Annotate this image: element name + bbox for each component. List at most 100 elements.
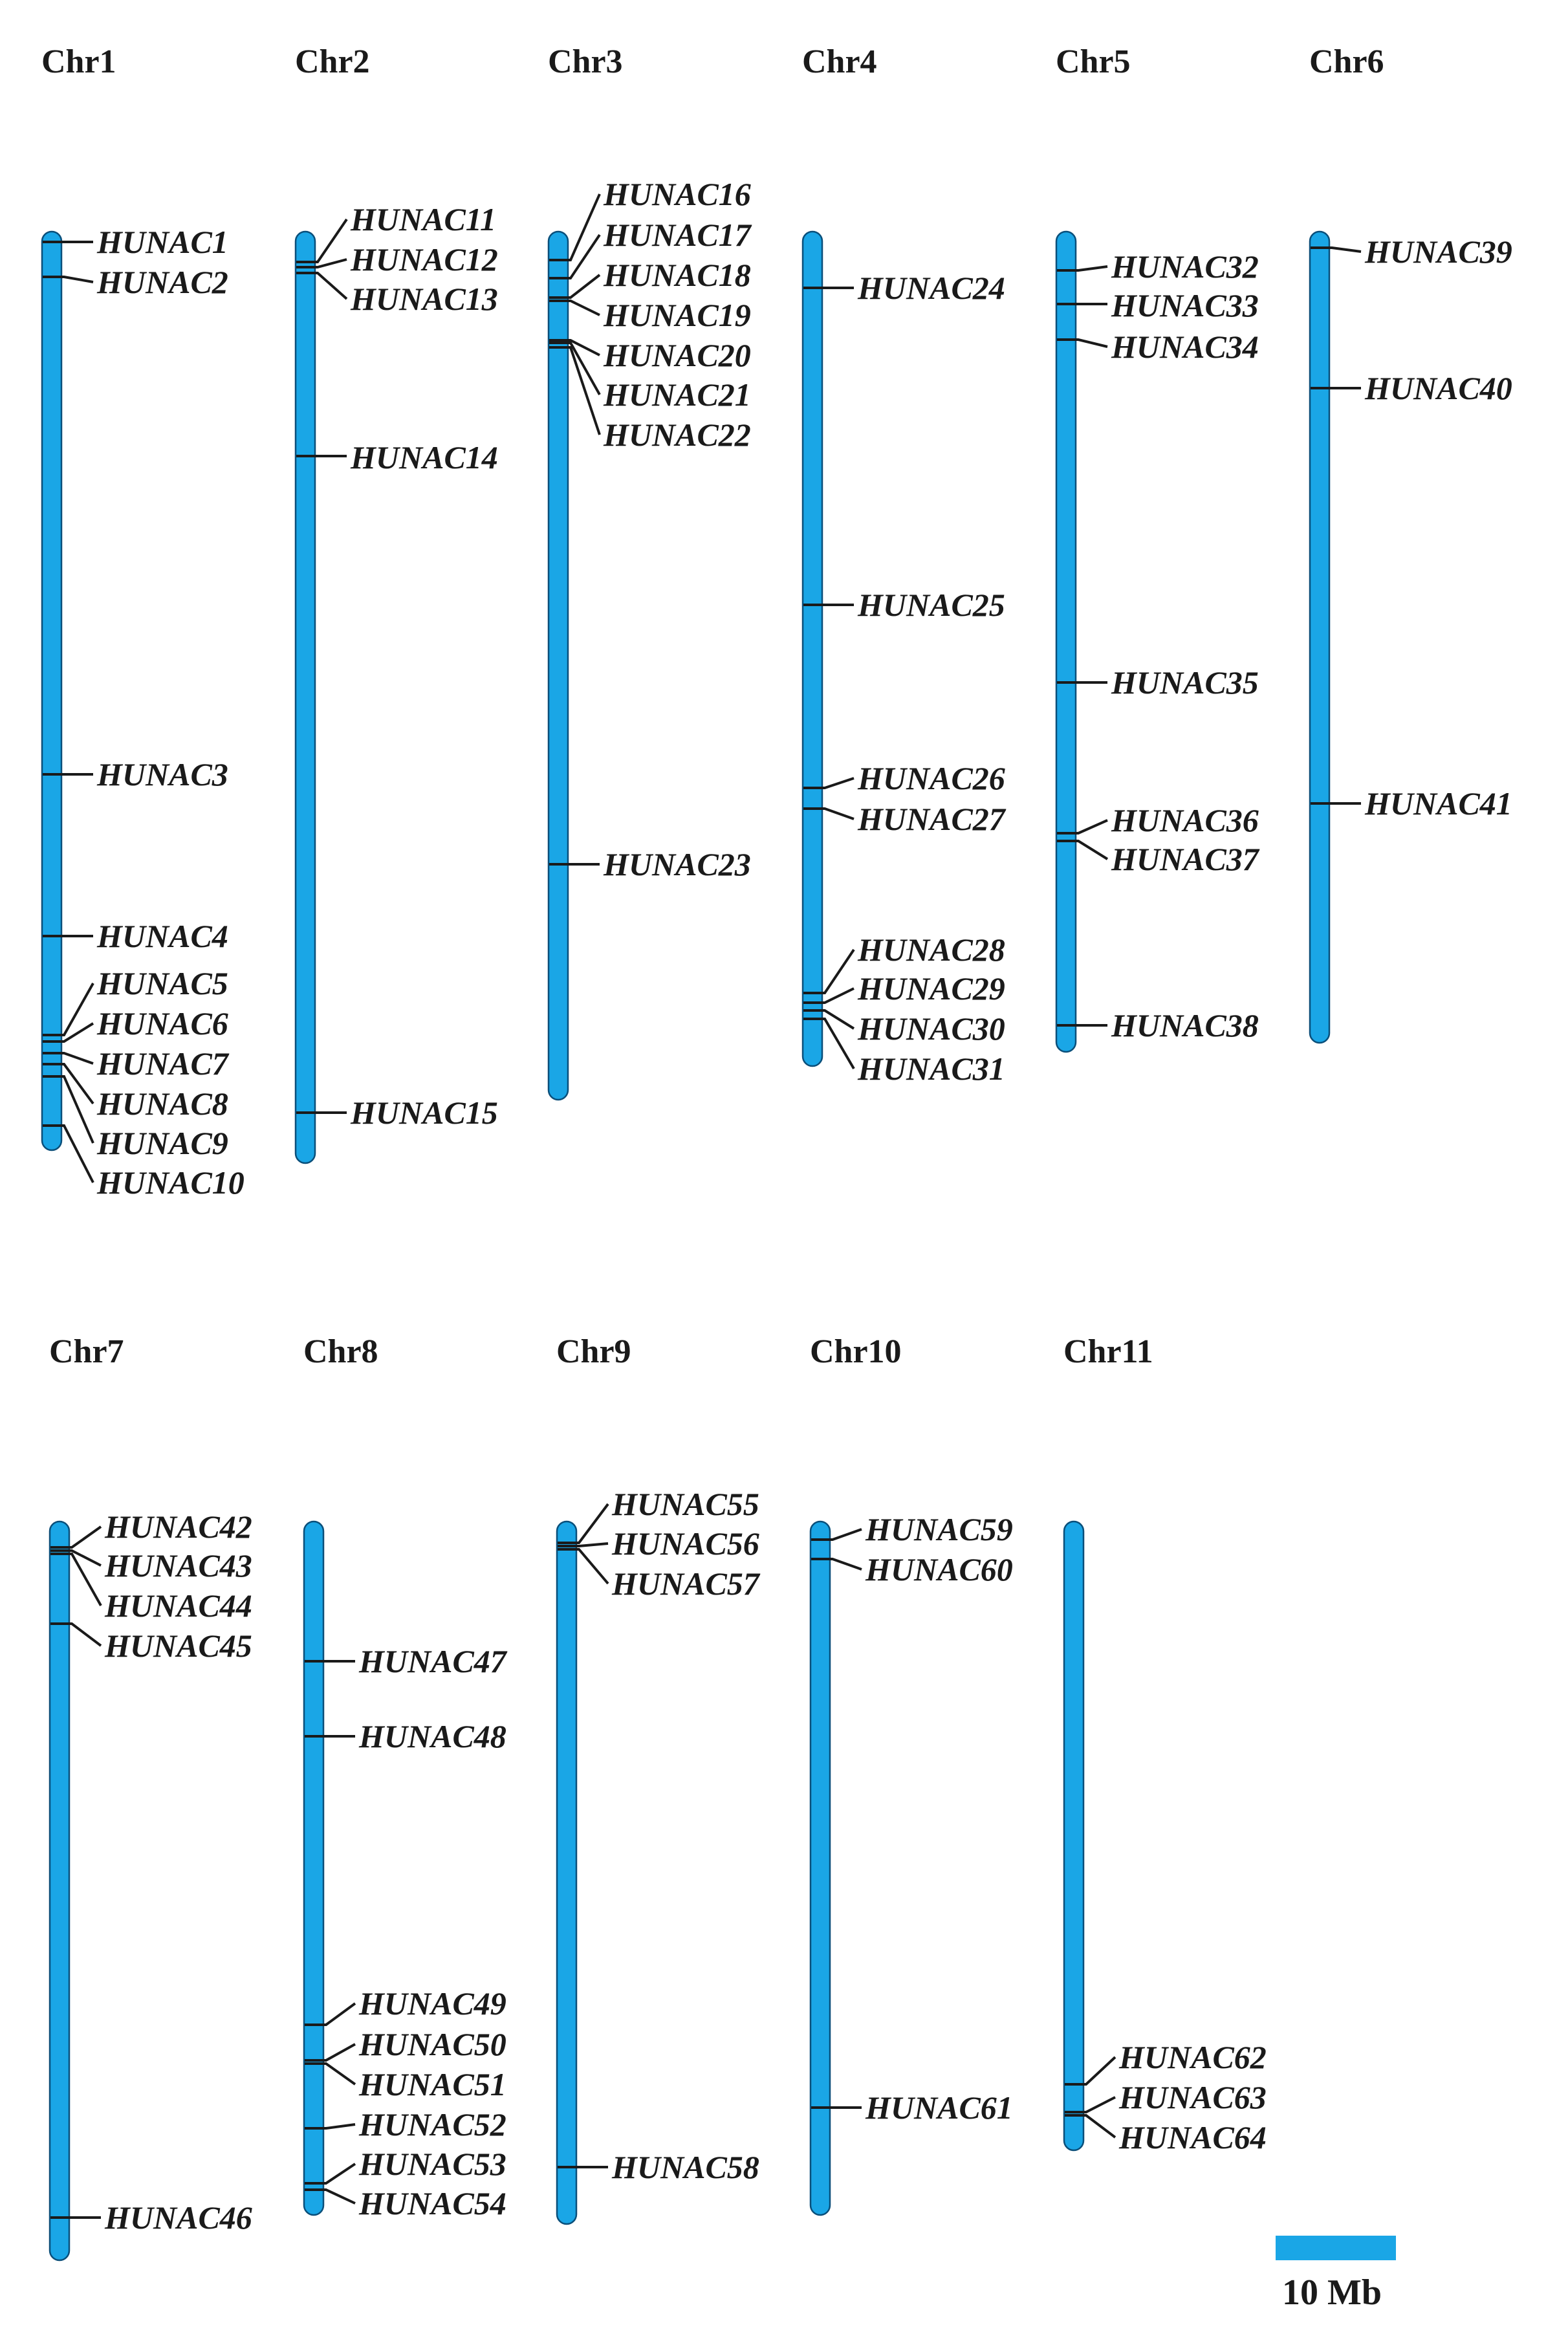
gene-marker: HUNAC2: [43, 264, 228, 300]
gene-leader-line: [1057, 819, 1108, 834]
gene-marker: HUNAC19: [549, 297, 751, 333]
chromosome-bar: [294, 230, 316, 1164]
gene-marker: HUNAC63: [1065, 2079, 1267, 2115]
gene-marker: HUNAC59: [811, 1511, 1013, 1547]
gene-marker: HUNAC12: [296, 241, 498, 278]
gene-label: HUNAC62: [1118, 2039, 1267, 2075]
gene-label: HUNAC18: [603, 257, 751, 293]
gene-label: HUNAC43: [104, 1547, 252, 1584]
gene-label: HUNAC44: [104, 1587, 252, 1624]
gene-label: HUNAC63: [1118, 2079, 1267, 2115]
chromosome-chr1: Chr1HUNAC1HUNAC2HUNAC3HUNAC4HUNAC5HUNAC6…: [41, 43, 245, 1201]
gene-leader-line: [43, 1022, 94, 1043]
gene-label: HUNAC15: [350, 1095, 498, 1131]
gene-leader-line: [305, 2043, 356, 2062]
gene-leader-line: [50, 1525, 102, 1549]
chromosome-title: Chr4: [802, 43, 877, 80]
gene-label: HUNAC24: [857, 270, 1005, 306]
gene-leader-line: [558, 1548, 609, 1585]
gene-marker: HUNAC39: [1311, 234, 1512, 270]
gene-leader-line: [1057, 840, 1109, 860]
gene-marker: HUNAC53: [305, 2146, 506, 2185]
gene-leader-line: [1057, 338, 1108, 348]
gene-marker: HUNAC6: [43, 1005, 228, 1043]
gene-leader-line: [549, 193, 601, 261]
gene-label: HUNAC5: [96, 965, 228, 1001]
gene-label: HUNAC30: [857, 1010, 1005, 1047]
chromosome-bar: [1063, 1520, 1085, 2152]
chromosome-chr5: Chr5HUNAC32HUNAC33HUNAC34HUNAC35HUNAC36H…: [1055, 43, 1260, 1053]
gene-label: HUNAC1: [96, 224, 228, 260]
gene-marker: HUNAC16: [549, 176, 751, 261]
gene-marker: HUNAC22: [549, 346, 751, 453]
gene-leader-line: [1057, 265, 1108, 272]
gene-label: HUNAC41: [1364, 785, 1512, 822]
gene-leader-line: [803, 987, 855, 1004]
gene-leader-line: [1065, 2096, 1116, 2113]
gene-leader-line: [1065, 2056, 1116, 2086]
gene-leader-line: [558, 1503, 609, 1544]
chromosome-title: Chr7: [49, 1333, 124, 1370]
gene-label: HUNAC34: [1111, 329, 1259, 365]
gene-leader-line: [811, 1528, 862, 1541]
gene-leader-line: [305, 2163, 356, 2185]
gene-marker: HUNAC13: [296, 272, 498, 317]
gene-leader-line: [50, 1553, 102, 1606]
gene-marker: HUNAC56: [558, 1525, 759, 1562]
gene-marker: HUNAC14: [296, 439, 498, 475]
gene-label: HUNAC52: [358, 2106, 506, 2143]
gene-label: HUNAC48: [358, 1718, 506, 1754]
gene-leader-line: [803, 1018, 855, 1070]
gene-leader-line: [296, 272, 348, 300]
gene-marker: HUNAC45: [50, 1622, 252, 1664]
gene-label: HUNAC14: [350, 439, 498, 475]
gene-label: HUNAC46: [104, 2199, 252, 2236]
gene-marker: HUNAC3: [43, 756, 228, 792]
gene-label: HUNAC31: [857, 1051, 1005, 1087]
gene-marker: HUNAC1: [43, 224, 228, 260]
gene-label: HUNAC57: [611, 1565, 761, 1602]
gene-marker: HUNAC30: [803, 1009, 1005, 1047]
gene-leader-line: [1311, 246, 1362, 253]
gene-label: HUNAC12: [350, 241, 498, 278]
scale-bar-label: 10 Mb: [1282, 2273, 1382, 2313]
gene-marker: HUNAC33: [1057, 287, 1259, 323]
gene-label: HUNAC33: [1111, 287, 1259, 323]
gene-marker: HUNAC43: [50, 1547, 252, 1584]
gene-marker: HUNAC15: [296, 1095, 498, 1131]
chromosome-bar: [556, 1520, 578, 2225]
gene-marker: HUNAC7: [43, 1045, 230, 1082]
gene-marker: HUNAC50: [305, 2026, 506, 2062]
gene-label: HUNAC29: [857, 970, 1005, 1007]
chromosome-title: Chr6: [1309, 43, 1384, 80]
gene-leader-line: [549, 339, 600, 356]
gene-label: HUNAC9: [96, 1125, 228, 1161]
gene-label: HUNAC36: [1111, 802, 1259, 838]
gene-leader-line: [549, 300, 600, 316]
chromosome-title: Chr2: [295, 43, 370, 80]
gene-marker: HUNAC32: [1057, 248, 1259, 285]
gene-marker: HUNAC44: [50, 1553, 252, 1624]
gene-label: HUNAC21: [603, 376, 751, 413]
gene-leader-line: [43, 276, 94, 283]
chromosome-bar: [547, 230, 569, 1101]
gene-label: HUNAC10: [96, 1164, 245, 1201]
gene-marker: HUNAC54: [305, 2185, 506, 2221]
gene-marker: HUNAC28: [803, 932, 1005, 994]
gene-marker: HUNAC62: [1065, 2039, 1267, 2086]
gene-marker: HUNAC47: [305, 1643, 508, 1679]
gene-marker: HUNAC29: [803, 970, 1005, 1007]
gene-label: HUNAC54: [358, 2185, 506, 2221]
gene-marker: HUNAC18: [549, 257, 751, 299]
gene-leader-line: [803, 1009, 855, 1030]
gene-label: HUNAC28: [857, 932, 1005, 968]
gene-leader-line: [558, 1542, 609, 1547]
gene-leader-line: [296, 218, 348, 263]
gene-marker: HUNAC35: [1057, 664, 1259, 701]
gene-leader-line: [1065, 2114, 1116, 2139]
gene-leader-line: [50, 1622, 102, 1647]
chromosome-title: Chr5: [1056, 43, 1131, 80]
